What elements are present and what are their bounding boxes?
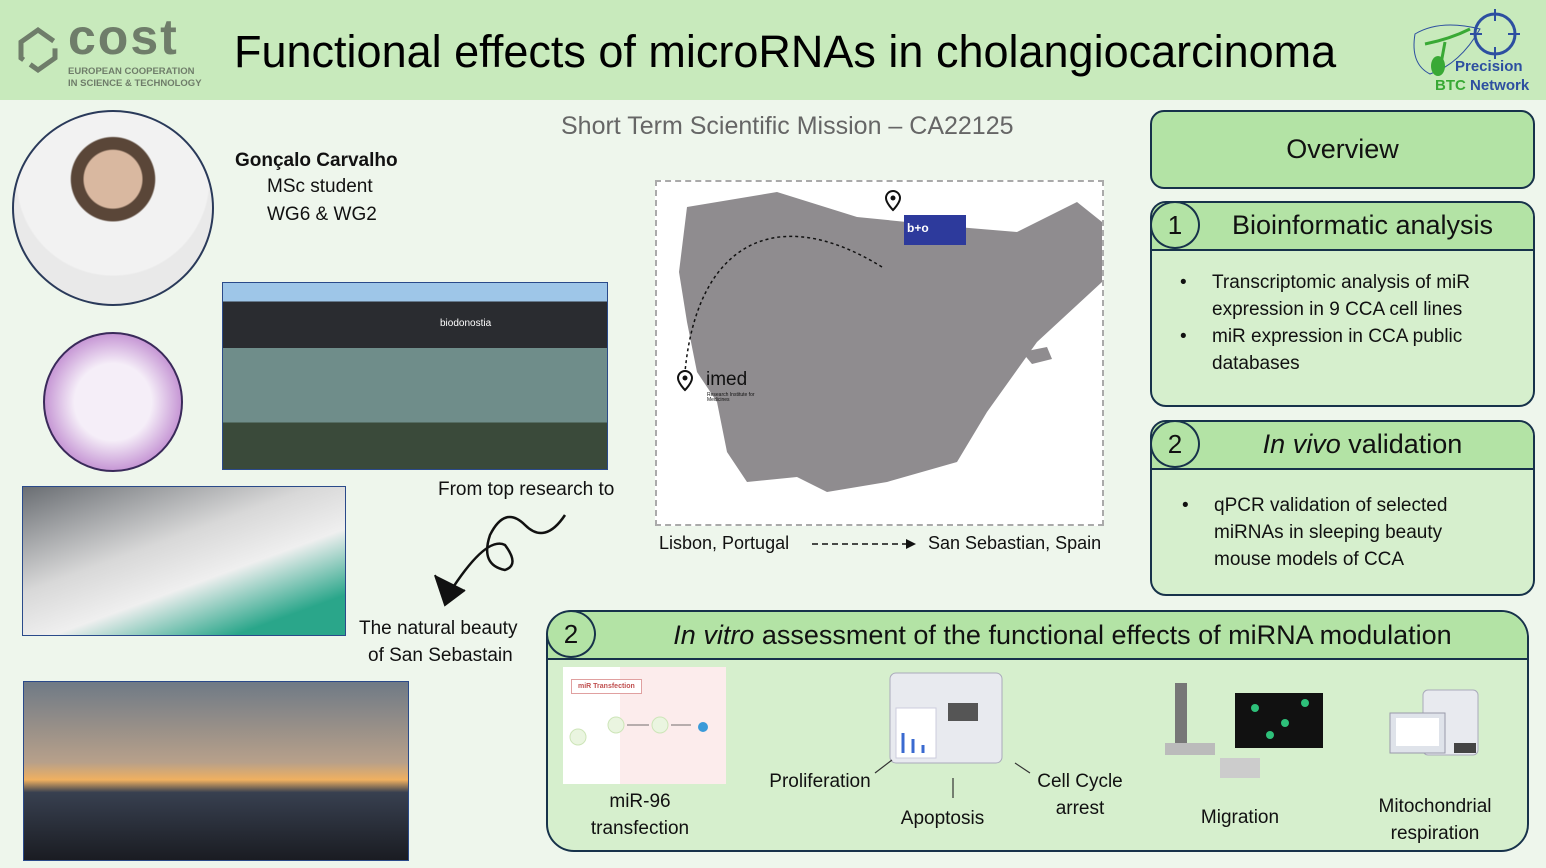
cost-logo-word: cost xyxy=(68,9,179,65)
label-migration: Migration xyxy=(1200,807,1280,828)
sunset-photo xyxy=(23,681,409,861)
page-title: Functional effects of microRNAs in chola… xyxy=(234,26,1337,77)
label-transfection: miR-96 transfection xyxy=(590,791,690,839)
cost-logo-icon xyxy=(18,26,58,74)
bioinformatic-section: Bioinformatic analysis Transcriptomic an… xyxy=(1150,201,1535,407)
curly-arrow-icon xyxy=(434,514,567,607)
imed-logo: imed xyxy=(706,369,748,390)
network-logo-line1: Precision xyxy=(1455,58,1523,75)
label-cell-cycle: Cell Cycle arrest xyxy=(1037,771,1123,819)
section-title: In vitro assessment of the functional ef… xyxy=(548,612,1527,660)
section-number: 1 xyxy=(1150,201,1200,249)
bullet-list: Transcriptomic analysis of miR expressio… xyxy=(1180,269,1530,377)
bullet: Transcriptomic analysis of miR expressio… xyxy=(1180,269,1530,323)
person-role: MSc student xyxy=(267,176,373,197)
network-logo-btc: BTC xyxy=(1435,77,1466,94)
person-groups: WG6 & WG2 xyxy=(267,204,377,225)
title-rest: assessment of the functional effects of … xyxy=(754,620,1452,650)
profile-photo xyxy=(12,110,214,306)
mission-subtitle: Short Term Scientific Mission – CA22125 xyxy=(561,112,1014,140)
building-sign: biodonostia xyxy=(440,318,492,329)
cost-sub-1: EUROPEAN COOPERATION xyxy=(68,66,195,77)
liver-target-logo-icon xyxy=(1413,9,1520,76)
destination-label: San Sebastian, Spain xyxy=(928,533,1102,553)
connector-lines xyxy=(874,759,1031,798)
caption-natural-1: The natural beauty xyxy=(359,618,518,639)
lab-bench-photo xyxy=(22,486,346,636)
map-pin-icon xyxy=(676,370,694,392)
header-banner xyxy=(0,0,1546,100)
label-respiration: Mitochondrial respiration xyxy=(1378,796,1492,844)
network-logo-line2: BTC Network xyxy=(1435,77,1529,94)
origin-label: Lisbon, Portugal xyxy=(659,533,790,553)
biodonostia-building-photo xyxy=(222,282,608,470)
iberia-map-shape xyxy=(679,192,1102,492)
section-title: Bioinformatic analysis xyxy=(1152,203,1533,251)
transfection-diagram: miR Transfection xyxy=(563,667,726,784)
section-title: In vivo validation xyxy=(1152,422,1533,470)
biodonostia-logo: b+o xyxy=(904,215,966,245)
microscope-monitor-icon xyxy=(1165,683,1323,778)
title-italic: In vitro xyxy=(673,620,755,650)
transfection-label: miR Transfection xyxy=(571,679,642,694)
bullet: qPCR validation of selected miRNAs in sl… xyxy=(1182,492,1482,573)
map-pin-icon xyxy=(884,190,902,212)
invivo-section: In vivo validation qPCR validation of se… xyxy=(1150,420,1535,596)
label-proliferation: Proliferation xyxy=(769,771,871,792)
label-apoptosis: Apoptosis xyxy=(900,808,985,829)
overview-header: Overview xyxy=(1150,110,1535,189)
person-name: Gonçalo Carvalho xyxy=(235,150,398,171)
caption-natural-2: of San Sebastain xyxy=(368,645,513,666)
section-number: 2 xyxy=(1150,420,1200,468)
bullet: miR expression in CCA public databases xyxy=(1180,323,1530,377)
dashed-arrow-icon xyxy=(812,539,916,549)
cost-sub-2: IN SCIENCE & TECHNOLOGY xyxy=(68,78,202,89)
caption-from-top: From top research to xyxy=(438,479,615,500)
imed-logo-sub: Research Institute for Medicines xyxy=(707,392,755,403)
plate-reader-icon xyxy=(889,672,1003,764)
vesicle-icons xyxy=(569,716,708,746)
title-italic: In vivo xyxy=(1262,429,1341,459)
network-logo-network: Network xyxy=(1470,77,1530,94)
bullet-list: qPCR validation of selected miRNAs in sl… xyxy=(1182,492,1482,573)
iberia-map xyxy=(655,180,1104,526)
colony-dish-photo xyxy=(43,332,183,472)
title-rest: validation xyxy=(1340,429,1463,459)
respirometer-icon xyxy=(1389,689,1479,756)
section-number: 2 xyxy=(546,610,596,658)
